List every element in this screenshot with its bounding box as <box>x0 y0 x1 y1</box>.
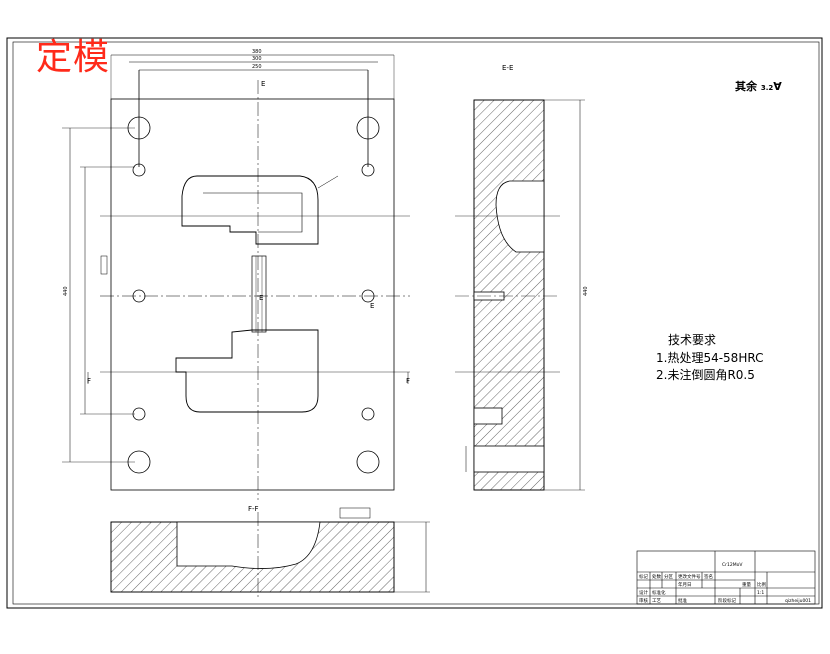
label-e-top: E <box>261 80 265 88</box>
roughness-note: 其余 3.2∀ <box>735 78 782 94</box>
inner-frame <box>12 41 820 605</box>
label-f-right: F <box>406 377 410 385</box>
label-e-bottom: E <box>259 294 263 302</box>
tb-cell-7: 标准化 <box>652 589 666 596</box>
dim-top-width3: 250 <box>252 64 262 70</box>
tech-req-title: 技术要求 <box>668 333 717 347</box>
dim-top-width2: 300 <box>252 56 262 62</box>
tech-req-line-1: 1.热处理54-58HRC <box>656 351 764 365</box>
tb-cell-9: 工艺 <box>652 598 661 604</box>
sheet-id: qizheiju001 <box>785 598 811 604</box>
tb-cell-1: 处数 <box>652 573 661 580</box>
tb-cell-12: 重量 <box>742 581 751 588</box>
tb-cell-0: 标记 <box>639 573 648 580</box>
section-ee-title: E-E <box>502 64 513 72</box>
scale-value: 1:1 <box>757 590 764 596</box>
material-label: Cr12MoV <box>722 562 743 568</box>
tb-cell-2: 分区 <box>664 573 673 580</box>
tb-cell-5: 年月日 <box>678 581 692 588</box>
tb-cell-4: 签名 <box>704 573 713 580</box>
tb-cell-13: 比例 <box>757 581 766 588</box>
roughness-symbol-icon: ∀ <box>773 80 782 93</box>
tb-cell-8: 审核 <box>639 597 648 604</box>
stamp-label: 定模 <box>36 37 111 78</box>
section-ff-title: F-F <box>248 505 259 513</box>
tech-req-line-2: 2.未注倒圆角R0.5 <box>656 368 755 382</box>
label-e-right: E <box>370 302 374 310</box>
dim-right-height: 440 <box>583 286 589 296</box>
tb-cell-10: 批准 <box>678 597 687 604</box>
dim-top-width: 380 <box>252 49 262 55</box>
dim-side-height: 440 <box>63 286 69 296</box>
label-f-left: F <box>87 377 91 385</box>
roughness-value: 3.2 <box>760 84 774 92</box>
section-ff-view <box>110 507 430 598</box>
roughness-label: 其余 <box>735 80 757 93</box>
plan-view <box>62 54 410 500</box>
tb-cell-3: 更改文件号 <box>678 573 701 580</box>
outer-frame <box>6 37 823 609</box>
section-ee-view <box>455 99 585 491</box>
tb-cell-11: 阶段标记 <box>718 597 736 604</box>
tb-cell-6: 设计 <box>639 589 648 596</box>
title-block-grid <box>636 550 816 605</box>
